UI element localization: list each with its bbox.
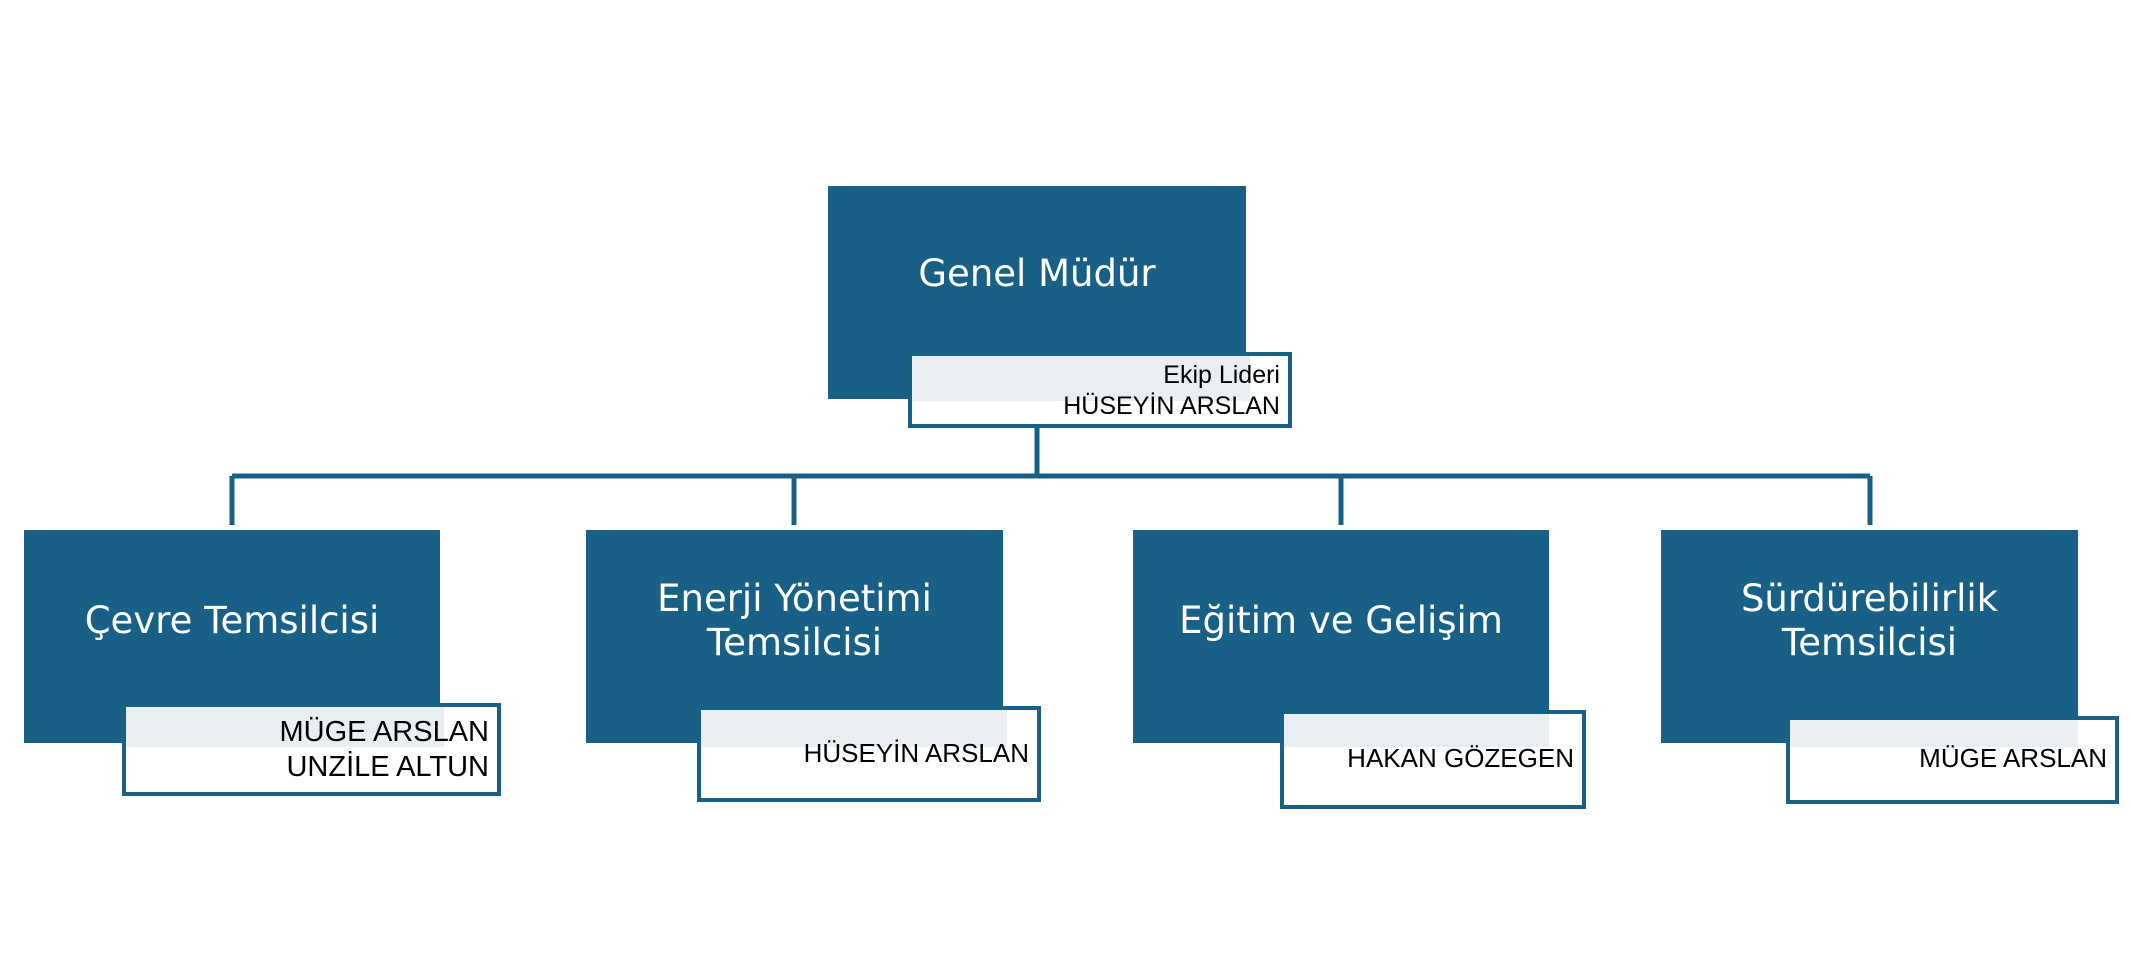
child-card-name: MÜGE ARSLAN [1919,743,2107,773]
root-name-card: Ekip Lideri HÜSEYİN ARSLAN [908,352,1292,428]
card-tint [701,710,1007,747]
child-name-card-surdurebilirlik: MÜGE ARSLAN [1786,716,2119,804]
root-node-title: Genel Müdür [918,252,1156,295]
card-tint [126,707,444,747]
root-card-name: HÜSEYİN ARSLAN [1063,392,1280,420]
child-card-name: HAKAN GÖZEGEN [1347,743,1574,773]
card-tint [1790,720,2078,747]
child-name-card-enerji: HÜSEYİN ARSLAN [697,706,1041,802]
card-tint [1284,714,1549,747]
child-node-title: Eğitim ve Gelişim [1179,598,1503,642]
child-card-name: HÜSEYİN ARSLAN [803,738,1029,768]
root-card-role: Ekip Lideri [1163,361,1280,389]
child-node-surdurebilirlik-temsilcisi: Sürdürebilirlik Temsilcisi [1661,530,2078,743]
child-card-name: UNZİLE ALTUN [286,751,489,783]
child-node-title: Çevre Temsilcisi [84,598,380,642]
card-tint [912,356,1250,401]
child-node-title: Sürdürebilirlik Temsilcisi [1740,576,1999,664]
child-node-title: Enerji Yönetimi Temsilcisi [657,576,932,664]
child-name-card-egitim: HAKAN GÖZEGEN [1280,710,1586,809]
child-node-egitim-ve-gelisim: Eğitim ve Gelişim [1133,530,1549,743]
child-node-cevre-temsilcisi: Çevre Temsilcisi [24,530,440,743]
child-name-card-cevre: MÜGE ARSLAN UNZİLE ALTUN [122,703,501,796]
child-card-name: MÜGE ARSLAN [279,716,490,748]
